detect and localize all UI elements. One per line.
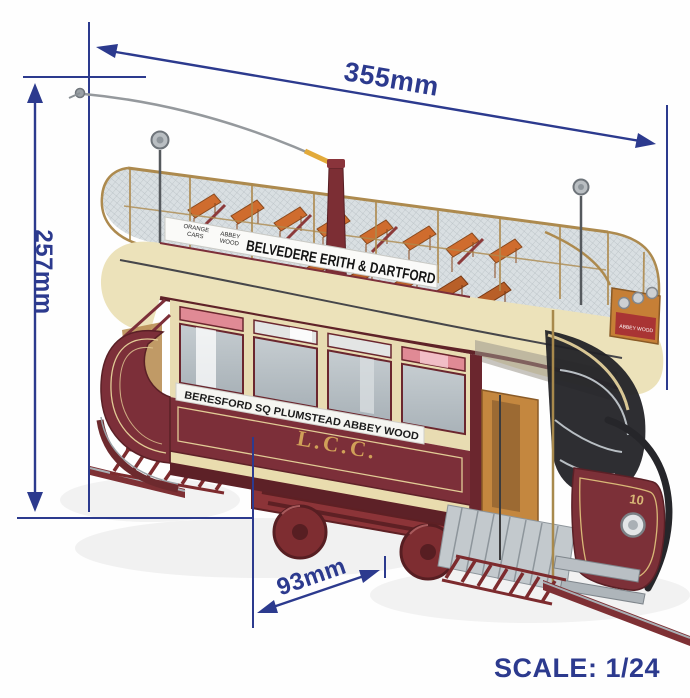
destination-small-text: ORANGE: [183, 224, 210, 234]
gold-pinstripe: [177, 406, 463, 493]
rain-strip: [119, 259, 623, 359]
front-dash: 10: [571, 416, 673, 592]
window: [253, 335, 318, 409]
scale-label: SCALE: 1/24: [494, 653, 660, 683]
front-section: ABBEY WOOD 10: [437, 286, 673, 605]
roof-lamp: [631, 291, 645, 305]
track-rail-front: [542, 580, 690, 646]
height-dimension-label: 257mm: [30, 229, 57, 314]
tram-model: ORANGE CARS ABBEY WOOD BELVEDERE ERITH &…: [68, 87, 690, 646]
corner-pillar: [470, 354, 482, 560]
window: [401, 362, 466, 436]
roof-lamp: [617, 296, 631, 310]
front-plate-text: ABBEY WOOD: [619, 324, 654, 335]
trolley-pole: [83, 92, 334, 166]
front-roof-sign: ABBEY WOOD: [609, 286, 661, 345]
front-lifeguard: [441, 554, 567, 606]
rear-end: [96, 298, 179, 493]
rear-fender: [96, 419, 179, 493]
front-steps: [553, 555, 646, 605]
vent-light: [179, 305, 244, 332]
height-dimension-arrow: 257mm: [27, 83, 57, 512]
gauge-dimension: 93mm: [252, 437, 386, 628]
underframe: [170, 463, 470, 529]
lower-side-panel: L.C.C.: [169, 397, 471, 529]
lower-deck-windows: [170, 300, 470, 451]
spiral-staircase: [545, 330, 646, 496]
roof-lamp: [645, 286, 659, 300]
destination-small-text: CARS: [186, 232, 203, 241]
destination-small-text: ABBEY: [220, 231, 241, 240]
vent-light: [327, 332, 392, 359]
rear-dash: [100, 329, 171, 464]
lamp-post-right: [572, 178, 590, 305]
front-plate: [615, 312, 656, 340]
width-dimension-arrow: 355mm: [96, 44, 656, 148]
width-dimension-label: 355mm: [342, 56, 441, 102]
window: [327, 349, 392, 422]
car-number: 10: [628, 491, 644, 508]
window-reflection: [196, 327, 216, 388]
destination-small-text: WOOD: [219, 238, 240, 247]
